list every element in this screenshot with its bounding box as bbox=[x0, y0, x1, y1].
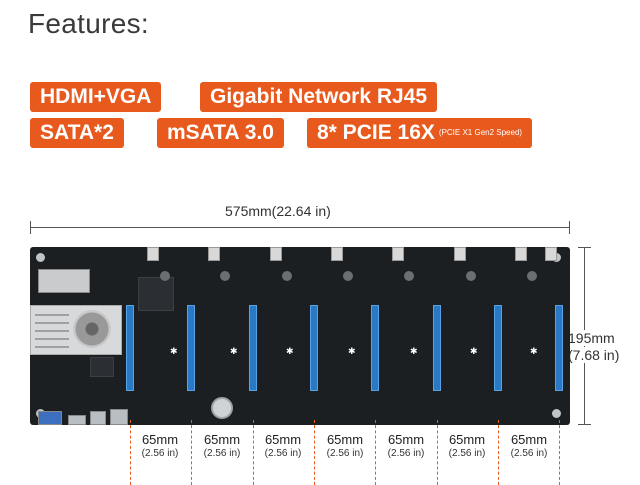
badge-pcie: 8* PCIE 16X(PCIE X1 Gen2 Speed) bbox=[307, 118, 533, 148]
width-dimension-tick-left bbox=[30, 221, 31, 234]
badge-msata: mSATA 3.0 bbox=[157, 118, 284, 148]
marker-icon: ✱ bbox=[470, 346, 478, 356]
cpu-fan-icon bbox=[73, 310, 111, 348]
slot-spacing-in: (2.56 in) bbox=[510, 448, 548, 459]
capacitor-icon bbox=[466, 271, 476, 281]
chip-icon bbox=[90, 357, 114, 377]
slot-guide-line bbox=[498, 420, 499, 485]
width-dimension-label: 575mm(22.64 in) bbox=[222, 203, 334, 219]
slot-guide-line bbox=[314, 420, 315, 485]
slot-spacing-in: (2.56 in) bbox=[448, 448, 486, 459]
capacitor-icon bbox=[160, 271, 170, 281]
cpu-heatsink-icon bbox=[30, 305, 122, 355]
slot-spacing-label: 65mm (2.56 in) bbox=[192, 432, 252, 459]
pcie-slot-icon bbox=[126, 305, 134, 391]
power-connector-icon bbox=[147, 247, 159, 261]
vga-port-icon bbox=[38, 411, 62, 425]
power-connector-icon bbox=[331, 247, 343, 261]
slot-spacing-mm: 65mm bbox=[510, 432, 548, 447]
pcie-slot-icon bbox=[494, 305, 502, 391]
mount-hole-icon bbox=[552, 409, 561, 418]
power-connector-icon bbox=[454, 247, 466, 261]
marker-icon: ✱ bbox=[170, 346, 178, 356]
chipset-icon bbox=[138, 277, 174, 311]
marker-icon: ✱ bbox=[286, 346, 294, 356]
marker-icon: ✱ bbox=[410, 346, 418, 356]
slot-spacing-in: (2.56 in) bbox=[264, 448, 302, 459]
slot-guide-line bbox=[559, 420, 560, 485]
pcie-slot-icon bbox=[310, 305, 318, 391]
slot-spacing-label: 65mm (2.56 in) bbox=[499, 432, 559, 459]
slot-spacing-mm: 65mm bbox=[387, 432, 425, 447]
badge-hdmi-vga: HDMI+VGA bbox=[30, 82, 162, 112]
slot-guide-line bbox=[253, 420, 254, 485]
badge-sata: SATA*2 bbox=[30, 118, 124, 148]
pcie-slot-icon bbox=[249, 305, 257, 391]
rj45-port-icon bbox=[110, 409, 128, 425]
width-dimension-line bbox=[30, 227, 570, 228]
slot-spacing-in: (2.56 in) bbox=[141, 448, 179, 459]
power-connector-icon bbox=[545, 247, 557, 261]
slot-spacing-label: 65mm (2.56 in) bbox=[315, 432, 375, 459]
height-dimension-tick-top bbox=[578, 247, 591, 248]
ram-slot-icon bbox=[38, 269, 90, 293]
slot-spacing-in: (2.56 in) bbox=[203, 448, 241, 459]
power-connector-icon bbox=[515, 247, 527, 261]
pcie-slot-icon bbox=[555, 305, 563, 391]
width-dimension-tick-right bbox=[569, 221, 570, 234]
usb-port-icon bbox=[90, 411, 106, 425]
slot-guide-line bbox=[130, 420, 131, 485]
slot-spacing-mm: 65mm bbox=[448, 432, 486, 447]
capacitor-icon bbox=[527, 271, 537, 281]
power-connector-icon bbox=[208, 247, 220, 261]
cmos-battery-icon bbox=[211, 397, 233, 419]
marker-icon: ✱ bbox=[530, 346, 538, 356]
slot-spacing-mm: 65mm bbox=[326, 432, 364, 447]
capacitor-icon bbox=[404, 271, 414, 281]
slot-spacing-label: 65mm (2.56 in) bbox=[437, 432, 497, 459]
pcie-slot-icon bbox=[187, 305, 195, 391]
slot-spacing-mm: 65mm bbox=[203, 432, 241, 447]
slot-spacing-in: (2.56 in) bbox=[387, 448, 425, 459]
badge-gigabit-network: Gigabit Network RJ45 bbox=[200, 82, 438, 112]
features-heading: Features: bbox=[28, 8, 149, 39]
slot-guide-line bbox=[191, 420, 192, 485]
slot-spacing-label: 65mm (2.56 in) bbox=[130, 432, 190, 459]
slot-spacing-label: 65mm (2.56 in) bbox=[253, 432, 313, 459]
height-dimension-mm: 195mm bbox=[566, 330, 617, 346]
slot-spacing-label: 65mm (2.56 in) bbox=[376, 432, 436, 459]
pcie-slot-icon bbox=[433, 305, 441, 391]
slot-spacing-mm: 65mm bbox=[264, 432, 302, 447]
capacitor-icon bbox=[220, 271, 230, 281]
height-dimension-in: (7.68 in) bbox=[566, 347, 622, 363]
marker-icon: ✱ bbox=[348, 346, 356, 356]
motherboard-image: ✱ ✱ ✱ ✱ ✱ ✱ ✱ bbox=[30, 247, 570, 425]
height-dimension-tick-bottom bbox=[578, 424, 591, 425]
hdmi-port-icon bbox=[68, 415, 86, 425]
marker-icon: ✱ bbox=[230, 346, 238, 356]
capacitor-icon bbox=[282, 271, 292, 281]
badge-pcie-note: (PCIE X1 Gen2 Speed) bbox=[438, 128, 523, 138]
power-connector-icon bbox=[270, 247, 282, 261]
slot-guide-line bbox=[375, 420, 376, 485]
power-connector-icon bbox=[392, 247, 404, 261]
badge-pcie-label: 8* PCIE 16X bbox=[317, 121, 435, 144]
slot-spacing-mm: 65mm bbox=[141, 432, 179, 447]
slot-guide-line bbox=[437, 420, 438, 485]
capacitor-icon bbox=[343, 271, 353, 281]
mount-hole-icon bbox=[36, 253, 45, 262]
slot-spacing-in: (2.56 in) bbox=[326, 448, 364, 459]
pcie-slot-icon bbox=[371, 305, 379, 391]
